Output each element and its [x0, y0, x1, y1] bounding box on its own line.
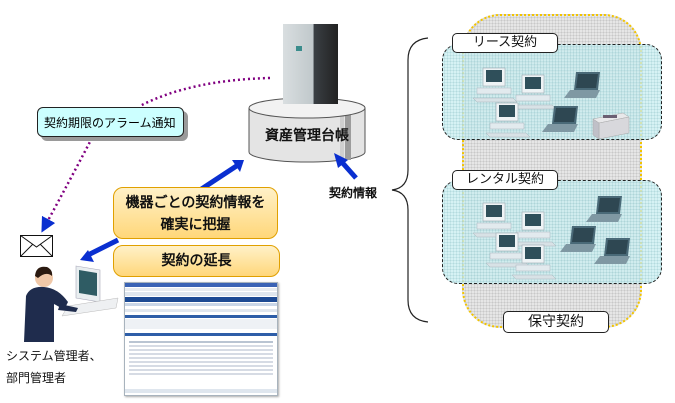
desktop-pc-icon — [511, 244, 557, 280]
desktop-pc-icon — [472, 67, 518, 103]
desktop-pc-icon — [511, 211, 557, 247]
maintenance-contract-label: 保守契約 — [503, 311, 609, 333]
laptop-icon — [564, 72, 600, 98]
laptop-icon — [586, 196, 622, 222]
grouping-brace — [391, 37, 429, 323]
server-tower-icon — [283, 24, 338, 104]
benefit-box-contract-info: 機器ごとの契約情報を 確実に把握 — [113, 187, 278, 239]
desktop-pc-icon — [511, 74, 557, 110]
admin-role-label: システム管理者、 部門管理者 — [6, 345, 102, 389]
contract-info-label: 契約情報 — [329, 186, 378, 200]
benefit-line: 機器ごとの契約情報を — [125, 195, 266, 211]
lease-contract-label: リース契約 — [452, 33, 558, 53]
alarm-notification-callout: 契約期限のアラーム通知 — [37, 107, 184, 137]
arrow-head — [334, 153, 348, 168]
arrow-head — [80, 250, 94, 262]
rental-contract-label: レンタル契約 — [452, 170, 558, 190]
alarm-notification-path — [41, 137, 94, 233]
laptop-icon — [560, 226, 596, 252]
alarm-notification-path — [139, 76, 271, 108]
benefit-line: 確実に把握 — [160, 217, 231, 233]
envelope-icon — [20, 235, 53, 257]
benefit-box-contract-extension: 契約の延長 — [113, 245, 280, 277]
laptop-icon — [542, 106, 578, 132]
rental-contract-group — [442, 180, 662, 284]
printer-icon — [592, 112, 630, 140]
asset-ledger-label: 資産管理台帳 — [265, 128, 349, 144]
desktop-pc-icon — [472, 202, 518, 238]
laptop-icon — [594, 238, 630, 264]
person-at-computer-icon — [24, 265, 119, 342]
arrow-head — [232, 160, 244, 172]
flow-arrow — [198, 162, 240, 193]
flow-arrow — [86, 237, 120, 258]
admin-line: システム管理者、 — [6, 349, 102, 363]
app-screenshot-thumbnail — [124, 282, 278, 396]
admin-line: 部門管理者 — [6, 371, 67, 385]
